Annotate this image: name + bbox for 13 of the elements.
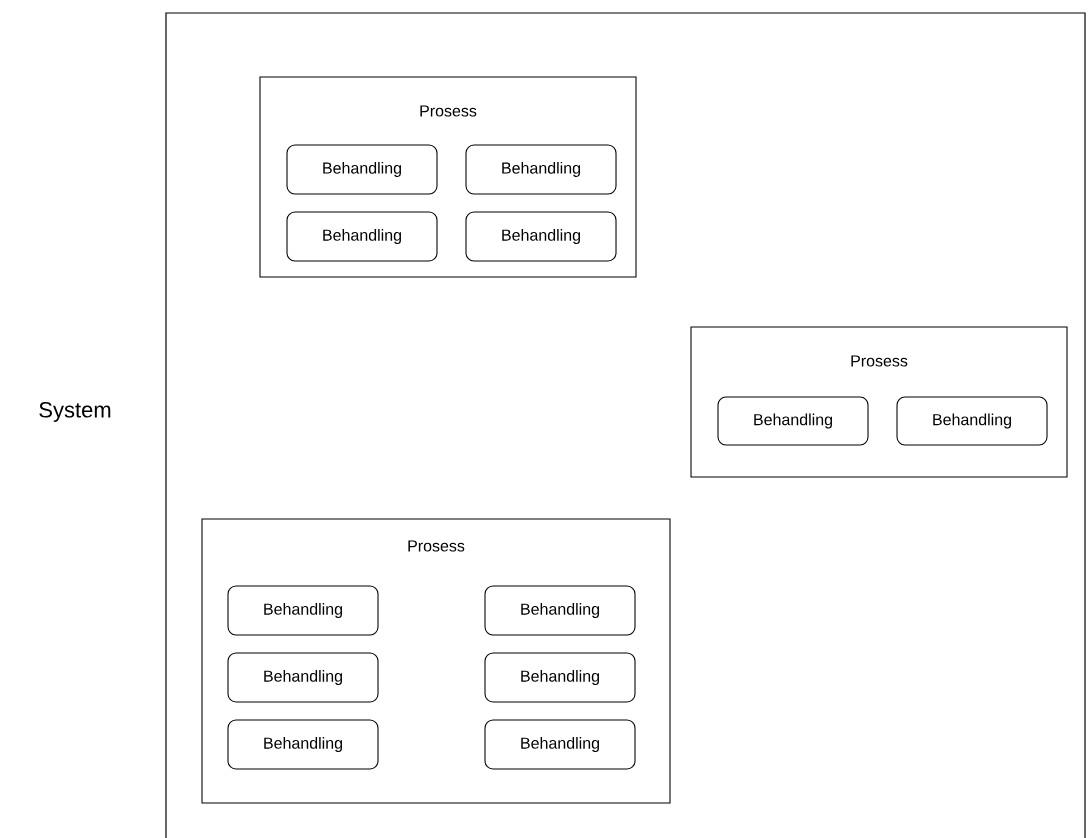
task-box: Behandling [465,211,617,262]
task-box: Behandling [227,585,379,636]
task-box: Behandling [896,396,1048,446]
node-label: System [39,402,111,422]
task-box: Behandling [465,144,617,195]
task-box: Behandling [484,719,636,770]
task-box: Behandling [717,396,869,446]
task-box: Behandling [484,652,636,703]
task-box: Behandling [484,585,636,636]
task-box: Behandling [227,652,379,703]
task-box: Behandling [286,211,438,262]
task-box: Behandling [286,144,438,195]
task-box: Behandling [227,719,379,770]
